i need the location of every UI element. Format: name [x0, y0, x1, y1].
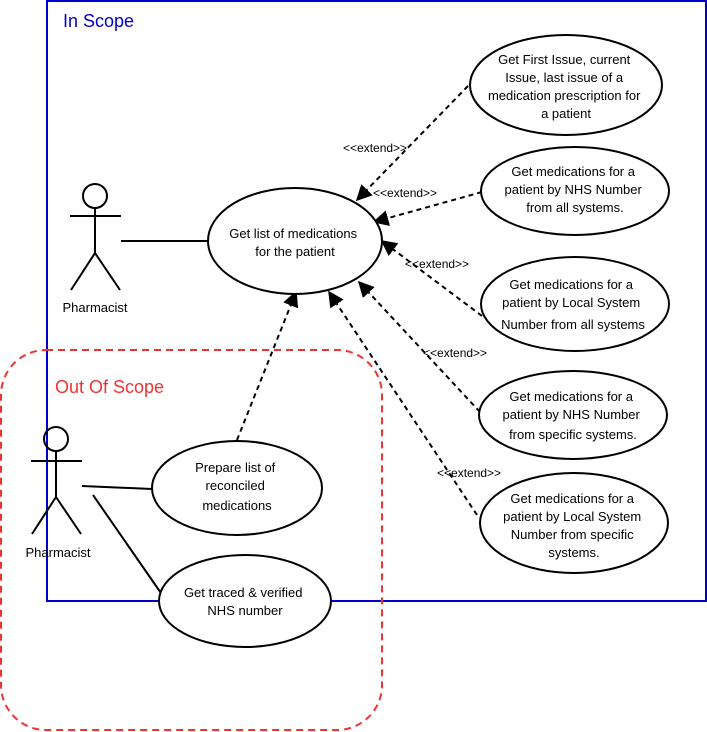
use-case-first-issue-label: Get First Issue, current Issue, last iss…	[488, 52, 644, 121]
out-of-scope-title: Out Of Scope	[55, 377, 164, 397]
association-reconciled	[81, 485, 153, 490]
extend-arrow-local-all	[380, 240, 483, 317]
use-case-traced-verified-nhs	[158, 554, 332, 648]
use-case-get-list-of-medications-label: Get list of medications for the patient	[229, 226, 361, 259]
use-case-get-list-of-medications	[207, 187, 383, 295]
use-case-prepare-reconciled-list	[151, 440, 323, 536]
use-case-prepare-reconciled-list-label: Prepare list of reconciled medications	[195, 460, 279, 513]
use-case-local-specific-systems	[479, 472, 669, 574]
association-traced	[92, 494, 164, 597]
use-case-nhs-all-systems	[480, 146, 670, 236]
use-case-nhs-specific-systems	[478, 370, 668, 460]
use-case-nhs-all-systems-label: Get medications for a patient by NHS Num…	[505, 164, 646, 215]
extend-arrow-nhs-specific	[357, 280, 481, 413]
extend-label-first-issue: <<extend>>	[343, 141, 407, 155]
out-of-scope-boundary	[0, 349, 383, 731]
pharmacist-label-top: Pharmacist	[62, 300, 127, 315]
extend-arrow-nhs-all	[372, 191, 483, 226]
in-scope-boundary	[46, 0, 707, 602]
extend-label-nhs-specific: <<extend>>	[423, 346, 487, 360]
use-case-traced-verified-nhs-label: Get traced & verified NHS number	[184, 585, 306, 618]
pharmacist-actor-top	[70, 183, 121, 291]
extend-label-nhs-all: <<extend>>	[373, 186, 437, 200]
in-scope-title: In Scope	[63, 11, 134, 31]
use-case-local-specific-systems-label: Get medications for a patient by Local S…	[503, 491, 645, 560]
use-case-local-all-systems	[480, 256, 670, 352]
extend-label-local-all: <<extend>>	[405, 257, 469, 271]
pharmacist-label-bottom: Pharmacist	[25, 545, 90, 560]
extend-label-local-specific: <<extend>>	[437, 466, 501, 480]
use-case-nhs-specific-systems-label: Get medications for a patient by NHS Num…	[503, 389, 644, 442]
use-case-first-issue	[469, 34, 663, 136]
use-case-local-all-systems-label: Get medications for a patient by Local S…	[501, 277, 645, 332]
pharmacist-actor-bottom	[31, 426, 82, 535]
